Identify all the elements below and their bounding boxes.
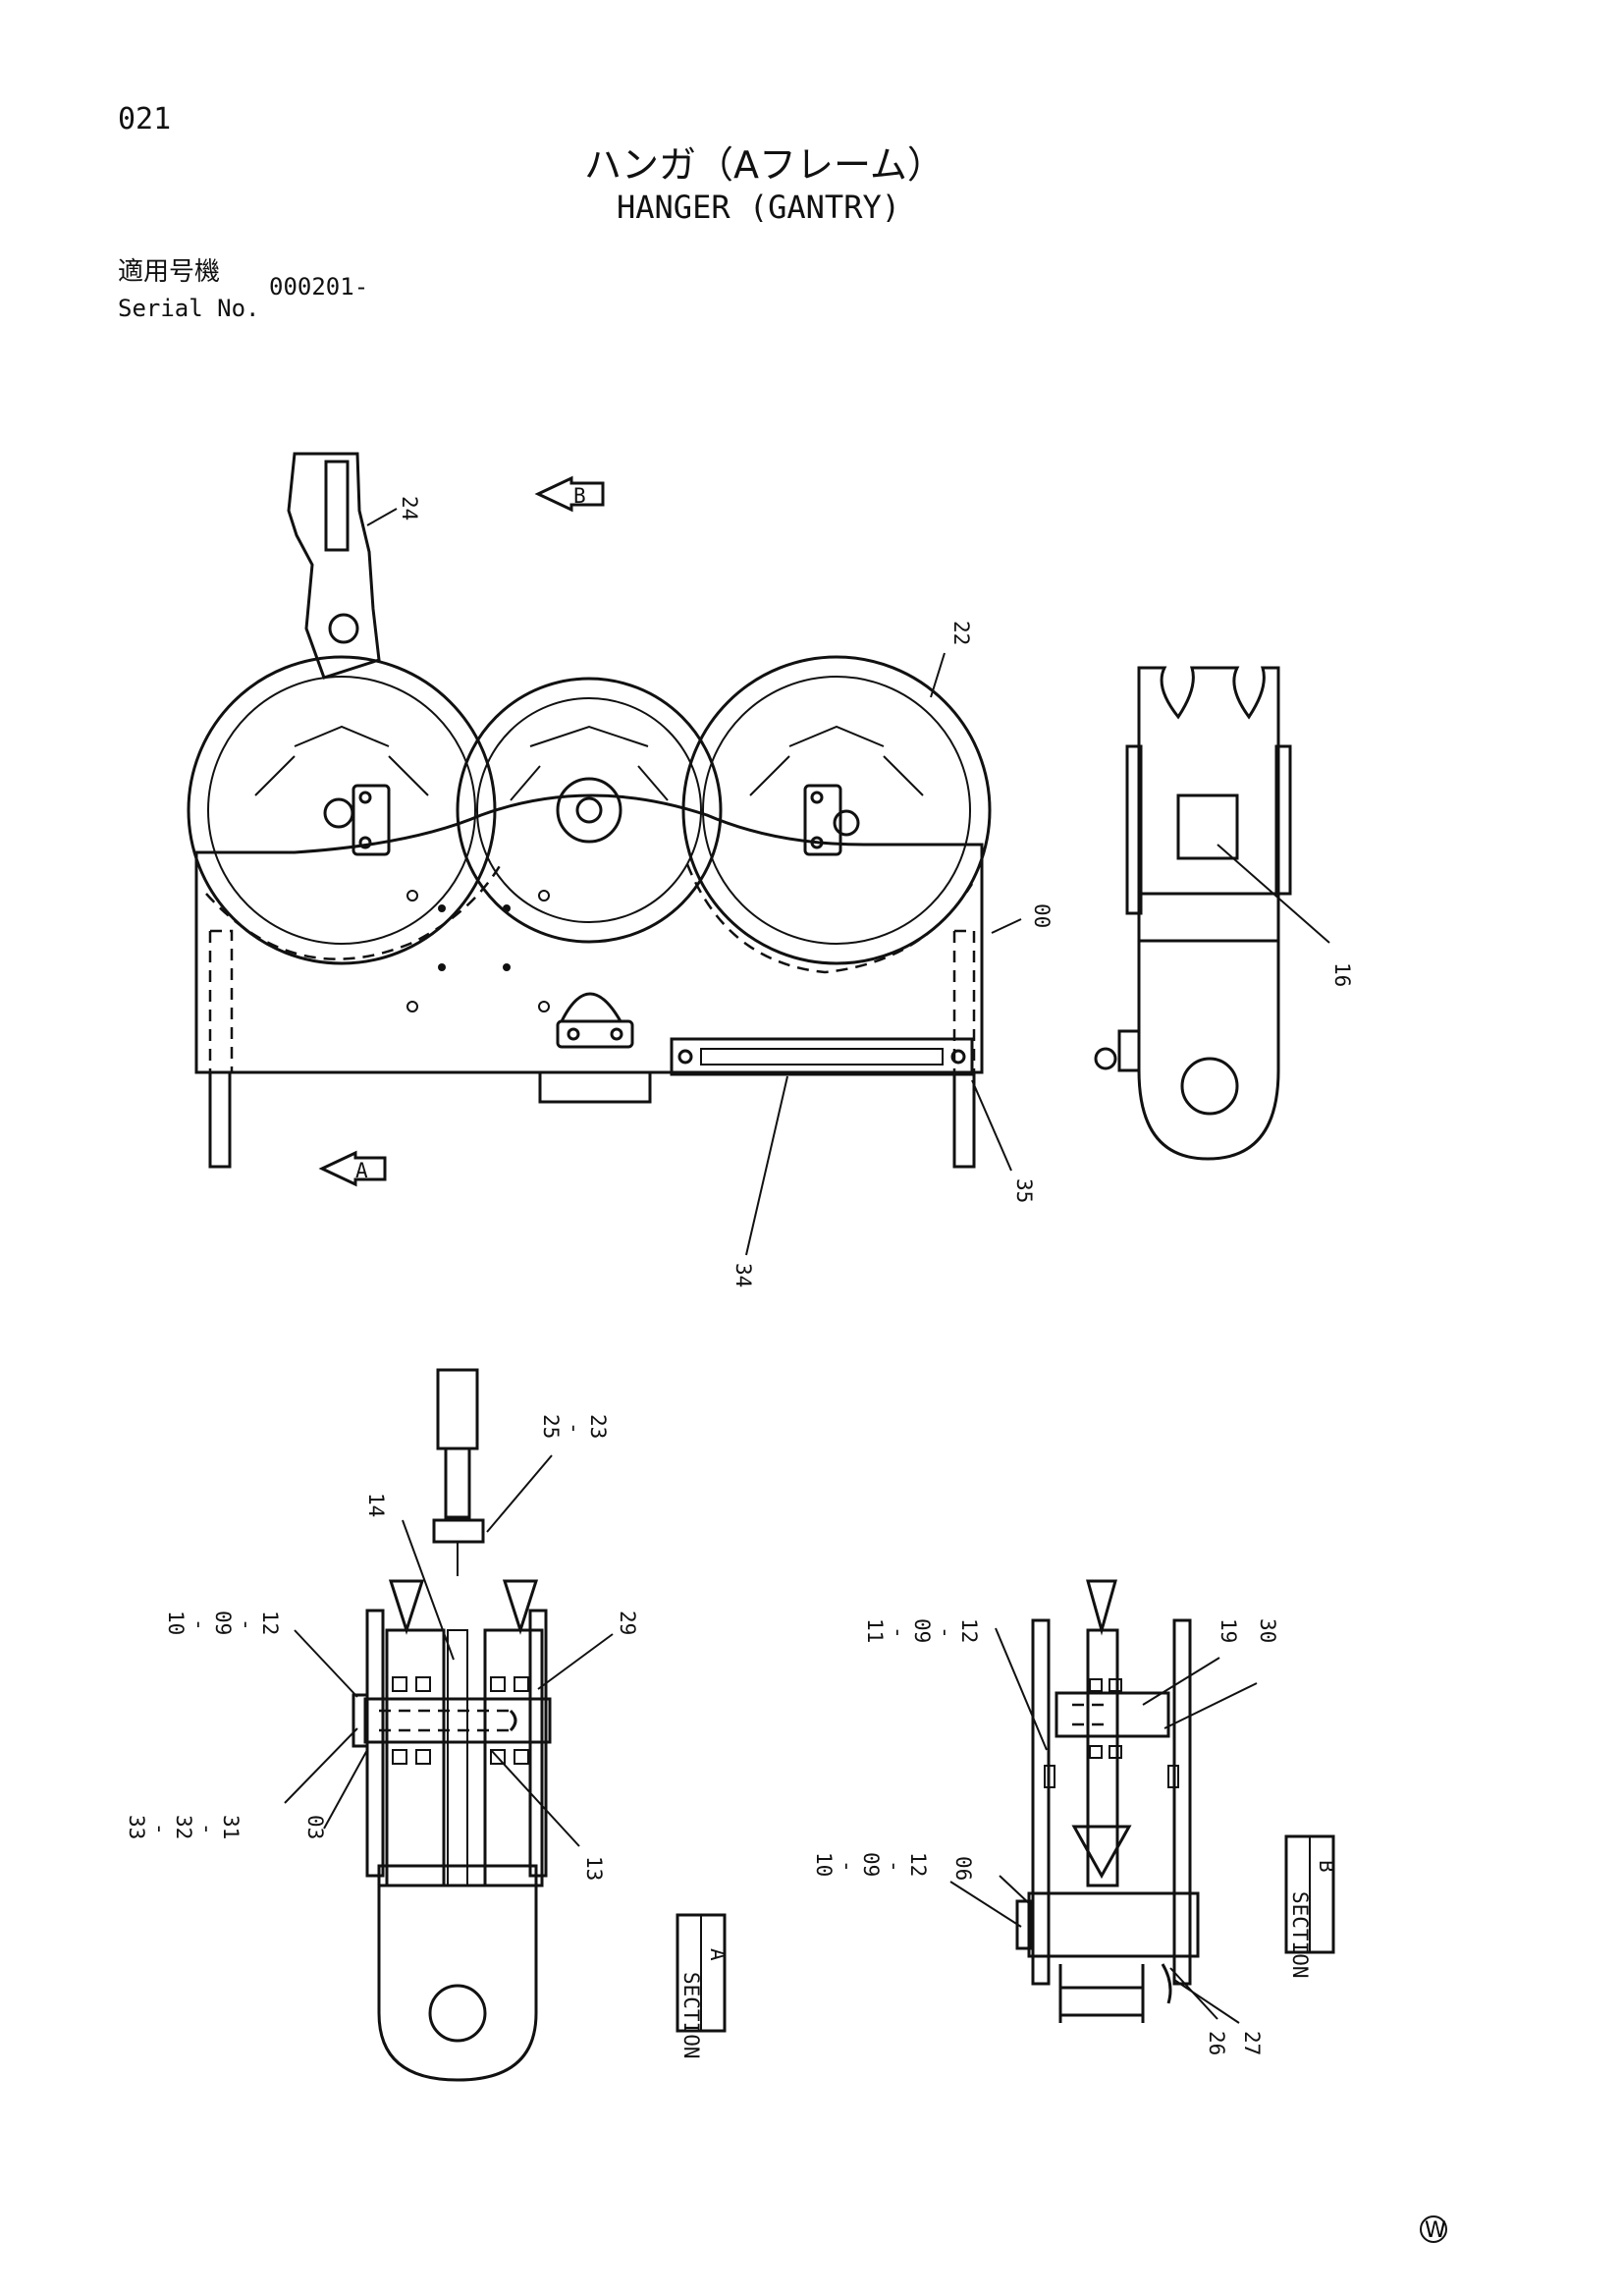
part-label-dash-32-31: -: [195, 1823, 219, 1835]
view-arrow-b-letter: B: [573, 484, 586, 508]
side-view: [1094, 666, 1330, 1161]
part-label-09-b1: 09: [910, 1618, 934, 1643]
part-label-13: 13: [582, 1856, 606, 1881]
section-b-letter: B: [1315, 1860, 1338, 1873]
section-a-word: SECTION: [679, 1972, 703, 2059]
part-label-26: 26: [1205, 2031, 1228, 2055]
serial-label-japanese: 適用号機: [118, 257, 221, 287]
part-label-25: 25: [539, 1414, 563, 1439]
serial-label-english: Serial No.: [118, 295, 260, 322]
section-a-label: A SECTION: [676, 1913, 730, 2059]
part-label-00: 00: [1030, 903, 1054, 928]
part-label-30: 30: [1256, 1618, 1279, 1643]
part-label-32: 32: [172, 1815, 195, 1839]
part-label-dash-09-12-b1: -: [934, 1626, 957, 1639]
serial-number-value: 000201-: [269, 273, 369, 301]
part-label-16: 16: [1330, 962, 1354, 987]
manufacturer-mark: W: [1420, 2215, 1447, 2243]
part-label-33: 33: [125, 1815, 148, 1839]
part-label-dash-11-09: -: [887, 1626, 910, 1639]
page-number: 021: [118, 102, 172, 137]
part-label-12-a: 12: [258, 1611, 282, 1635]
title-japanese: ハンガ（Aフレーム）: [584, 143, 945, 187]
part-label-06: 06: [951, 1856, 975, 1881]
part-label-dash-10-09-b: -: [836, 1860, 859, 1873]
part-label-dash-09-12-a: -: [235, 1618, 258, 1631]
part-label-09-a: 09: [211, 1611, 235, 1635]
title-english: HANGER (GANTRY): [617, 189, 900, 226]
part-label-35: 35: [1012, 1178, 1036, 1203]
front-view: B A: [187, 452, 1022, 1256]
part-label-27: 27: [1240, 2031, 1264, 2055]
part-label-34: 34: [731, 1263, 755, 1287]
part-label-dash-09-12-b2: -: [883, 1860, 906, 1873]
section-a-view: [284, 1368, 614, 2082]
part-label-10-b: 10: [812, 1852, 836, 1877]
section-b-word: SECTION: [1288, 1891, 1312, 1979]
part-label-11: 11: [863, 1618, 887, 1643]
section-b-label: B SECTION: [1284, 1834, 1338, 1979]
part-label-24: 24: [398, 496, 421, 520]
manufacturer-mark-letter: W: [1425, 2218, 1446, 2243]
part-label-22: 22: [949, 621, 973, 645]
part-label-dash-33-32: -: [148, 1823, 172, 1835]
part-label-dash-25-23: -: [563, 1422, 586, 1435]
section-b-view: [949, 1579, 1258, 2024]
part-label-10-a: 10: [164, 1611, 188, 1635]
part-label-23: 23: [586, 1414, 610, 1439]
part-label-14: 14: [364, 1493, 388, 1517]
part-label-31: 31: [219, 1815, 243, 1839]
part-label-12-b2: 12: [906, 1852, 930, 1877]
view-arrow-a-letter: A: [355, 1159, 368, 1182]
section-a-letter: A: [706, 1948, 730, 1961]
part-label-29: 29: [616, 1611, 639, 1635]
part-label-03: 03: [303, 1815, 327, 1839]
part-label-09-b2: 09: [859, 1852, 883, 1877]
part-label-dash-10-09-a: -: [188, 1618, 211, 1631]
part-label-19: 19: [1217, 1618, 1240, 1643]
part-label-12-b1: 12: [957, 1618, 981, 1643]
